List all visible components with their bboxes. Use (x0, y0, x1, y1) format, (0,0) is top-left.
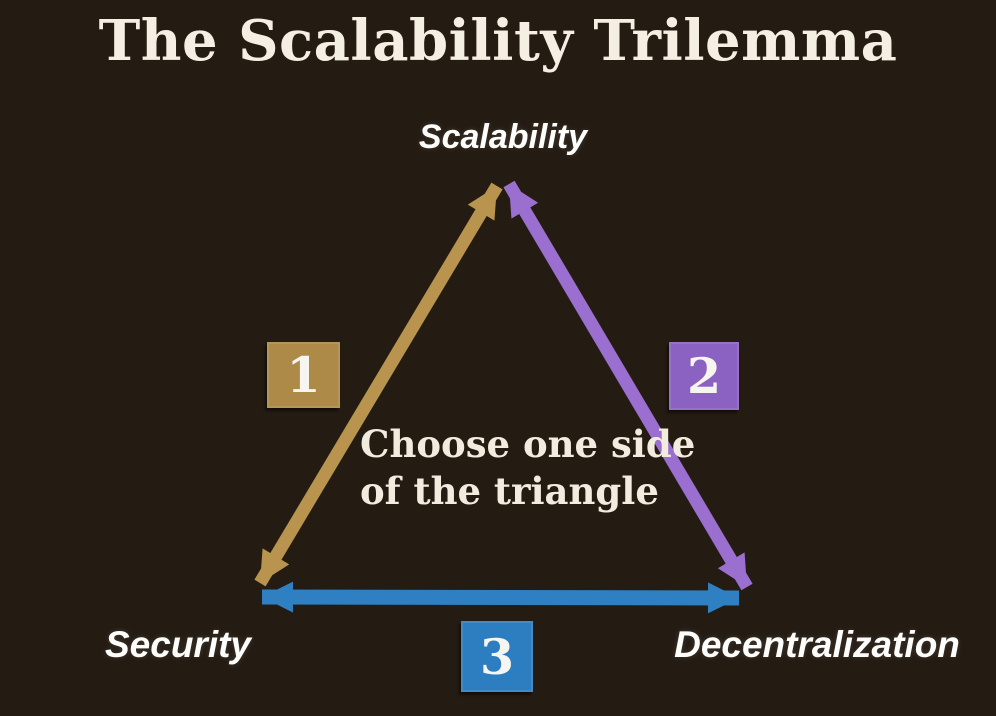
edge-2-number-badge: 2 (669, 342, 739, 410)
arrow-scalability-decentralization (503, 180, 753, 591)
vertex-label-security: Security (104, 624, 252, 665)
center-note-line1: Choose one side (360, 422, 696, 466)
center-note-line2: of the triangle (360, 468, 659, 513)
center-note: Choose one side of the triangle (360, 421, 695, 515)
edge-2-number: 2 (686, 347, 722, 405)
edge-1-number-badge: 1 (267, 342, 340, 408)
vertex-label-scalability: Scalability (418, 118, 588, 156)
edge-1-number: 1 (286, 346, 321, 404)
arrow-security-decentralization (261, 581, 740, 614)
page-title: The Scalability Trilemma (98, 8, 898, 74)
edge-3-number: 3 (479, 627, 515, 686)
arrow-security-scalability (254, 182, 503, 587)
edge-3-number-badge: 3 (461, 621, 533, 692)
vertex-label-decentralization: Decentralization (674, 624, 960, 665)
